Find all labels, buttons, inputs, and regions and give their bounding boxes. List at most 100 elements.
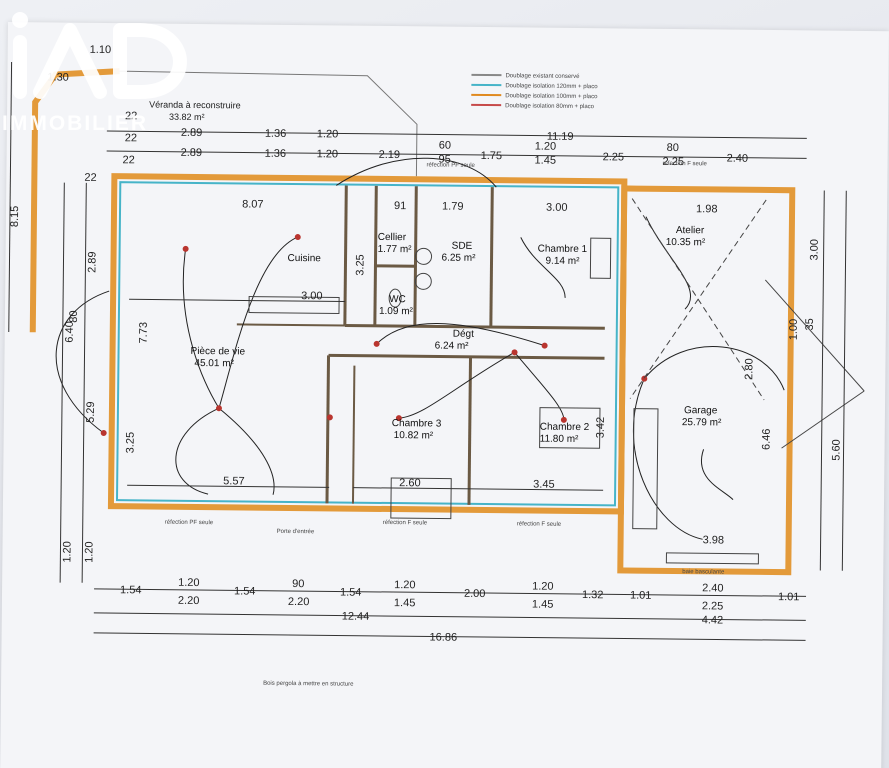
partition	[325, 355, 331, 504]
dim-label: 1.36	[265, 148, 287, 160]
logo-a	[33, 23, 107, 99]
dim-label: 3.00	[809, 239, 821, 261]
dimension-line	[94, 588, 807, 597]
outlet-icon	[641, 375, 648, 382]
dim-label: 2.20	[178, 595, 200, 607]
outlet-icon	[294, 234, 301, 241]
dim-label: 6.40	[64, 321, 76, 343]
room-area: 1.09 m²	[379, 306, 414, 317]
room-area: 11.80 m²	[540, 434, 580, 445]
dim-label: 2.89	[86, 251, 98, 273]
room-name: Garage	[684, 405, 718, 416]
bed-icon	[390, 477, 452, 520]
legend: Doublage existant conservé Doublage isol…	[471, 73, 598, 110]
room-name: Chambre 1	[538, 244, 588, 256]
toilet-icon	[388, 288, 402, 308]
room-name: SDE	[452, 241, 473, 252]
dim-label: 22	[84, 172, 96, 184]
logo-i-dot	[12, 12, 28, 28]
dim-label: 80	[667, 142, 679, 154]
wardrobe-icon	[589, 237, 612, 279]
legend-item: Doublage existant conservé	[505, 73, 580, 80]
dim-label: 3.98	[703, 534, 725, 546]
dim-label: 2.89	[181, 127, 203, 139]
note: réfection PF seule	[426, 162, 475, 169]
dimension-line	[106, 130, 807, 139]
dim-label: 3.00	[301, 290, 323, 302]
outlet-icon	[511, 349, 518, 356]
note: réfection F seule	[383, 520, 428, 526]
dimension-line	[8, 62, 13, 333]
room-name: Dégt	[453, 329, 474, 340]
note: réfection F seule	[663, 161, 708, 167]
dim-label: 3.45	[533, 479, 555, 491]
veranda-area: 33.82 m²	[169, 112, 205, 122]
room-area: 1.77 m²	[378, 244, 413, 255]
circuit-line	[55, 290, 110, 434]
outlet-icon	[395, 415, 402, 422]
left-dimensions: 8.15 2.89 6.40 80 5.29 7.73 3.25 1.20 1.…	[8, 62, 150, 583]
circuit-line	[701, 449, 734, 500]
dim-label: 2.25	[603, 151, 625, 163]
circuit-line	[175, 407, 220, 495]
dim-label: 2.40	[727, 153, 749, 165]
dim-label: 1.01	[630, 590, 652, 602]
outlet-icon	[326, 414, 333, 421]
dim-label: 1.45	[394, 597, 416, 609]
room-labels: Cuisine Pièce de vie 45.01 m² Cellier 1.…	[191, 225, 723, 445]
dim-label: 1.54	[234, 585, 256, 597]
right-dimensions: 3.00 1.00 35 2.80 6.46 5.60	[743, 190, 847, 571]
bottom-dimensions: 1.54 1.20 1.54 90 1.54 1.20 2.00 1.20 1.…	[93, 577, 807, 644]
floor-plan: Doublage existant conservé Doublage isol…	[8, 44, 865, 688]
partition	[236, 323, 345, 327]
dim-label: 2.19	[379, 149, 401, 161]
dim-label: 1.20	[83, 541, 95, 563]
circuit-line	[218, 407, 275, 495]
dim-label: 7.73	[138, 322, 150, 344]
dimension-line	[819, 190, 825, 571]
dim-label: 1.01	[778, 591, 800, 603]
hatch-line	[629, 199, 767, 399]
dim-label: 3.42	[595, 417, 607, 439]
dim-label: 1.45	[532, 599, 554, 611]
dim-label: 1.54	[340, 587, 362, 599]
iad-logo: IMMOBILIER	[2, 12, 187, 135]
dim-label: 2.00	[464, 588, 486, 600]
dim-label: 2.20	[288, 596, 310, 608]
circuit-line	[520, 237, 566, 298]
basin-icon	[414, 272, 432, 290]
partition	[467, 356, 473, 505]
dim-label: 5.29	[85, 401, 97, 423]
dim-label: 1.54	[120, 584, 142, 596]
electrical-circuits	[55, 157, 785, 540]
dim-label: 2.60	[399, 477, 421, 489]
hatch-line	[781, 390, 865, 449]
dim-label: 1.98	[696, 203, 718, 215]
dim-label: 1.20	[394, 579, 416, 591]
dim-label: 1.79	[442, 201, 464, 213]
dim-label: 1.20	[532, 581, 554, 593]
dim-label: 16.86	[430, 631, 458, 643]
top-dimensions: 2.89 1.36 1.20 11.19 2.89 1.36 1.20 2.19…	[47, 44, 807, 215]
logo-d	[113, 23, 187, 99]
room-area: 6.25 m²	[441, 253, 476, 264]
room-area: 10.82 m²	[394, 430, 434, 441]
dim-label: 1.36	[265, 128, 287, 140]
room-name: Chambre 2	[540, 422, 590, 434]
room-area: 45.01 m²	[194, 358, 234, 369]
dim-label: 2.80	[743, 358, 755, 380]
fixtures	[248, 198, 865, 565]
house-walls	[107, 173, 796, 576]
dim-label: 1.20	[317, 148, 339, 160]
kitchen-counter-icon	[248, 296, 340, 314]
dim-label: 5.60	[830, 439, 842, 461]
room-name: WC	[389, 294, 406, 305]
dimension-line	[353, 487, 604, 491]
dim-label: 1.20	[535, 141, 557, 153]
hatch-line	[764, 279, 865, 392]
dim-label: 2.40	[702, 582, 724, 594]
outlet-icon	[100, 430, 107, 437]
circuit-line	[514, 352, 565, 420]
partition	[344, 324, 605, 330]
room-name: Pièce de vie	[191, 346, 246, 358]
